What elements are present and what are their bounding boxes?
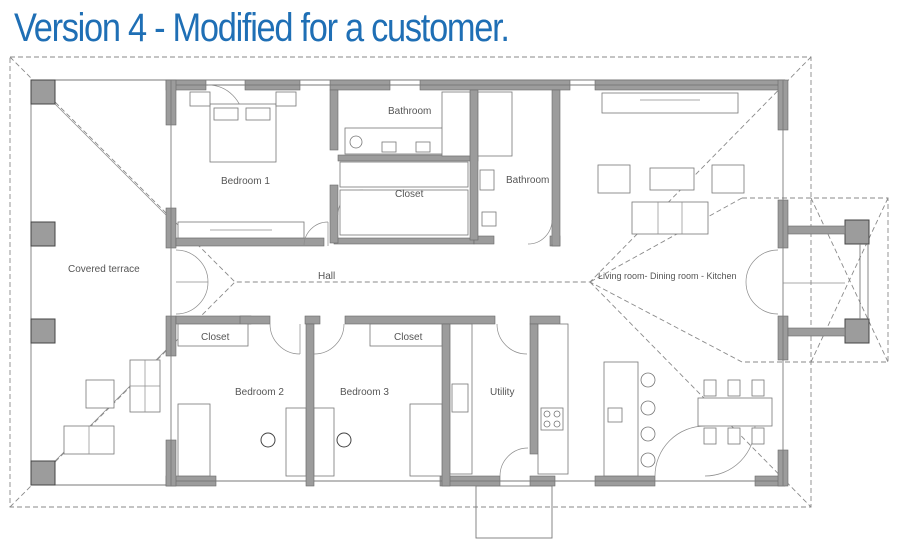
armchair [597,164,631,194]
sofa [631,201,709,235]
column [30,460,56,486]
plan-title: Version 4 - Modified for a customer. [14,6,510,50]
label-covered-terrace: Covered terrace [68,264,140,275]
label-bathroom-mid: Bathroom [506,175,549,186]
label-hall: Hall [318,271,335,282]
label-utility: Utility [490,387,514,398]
label-closet-bedroom-3: Closet [394,332,423,343]
label-closet-top: Closet [395,189,424,200]
column [30,221,56,247]
column [30,79,56,105]
furniture [63,91,773,477]
doors [175,84,845,477]
dining-table [697,397,773,427]
label-bathroom-top: Bathroom [388,106,431,117]
armchair [711,164,745,194]
bed [409,403,443,477]
label-bedroom-3: Bedroom 3 [340,387,389,398]
covered-terrace [30,79,167,486]
label-bedroom-2: Bedroom 2 [235,387,284,398]
label-closet-bedroom-2: Closet [201,332,230,343]
bed [177,403,211,477]
terrace-columns [30,79,870,486]
label-bedroom-1: Bedroom 1 [221,176,270,187]
kitchen-counter [601,92,739,114]
column [844,219,870,245]
coffee-table [649,167,695,191]
column [30,318,56,344]
label-living-dining-kitchen: Living room- Dining room - Kitchen [598,271,737,281]
exterior-walls [165,79,869,539]
column [844,318,870,344]
interior-walls [175,89,561,487]
room-labels: Covered terrace Bedroom 1 Bathroom Close… [68,106,737,398]
